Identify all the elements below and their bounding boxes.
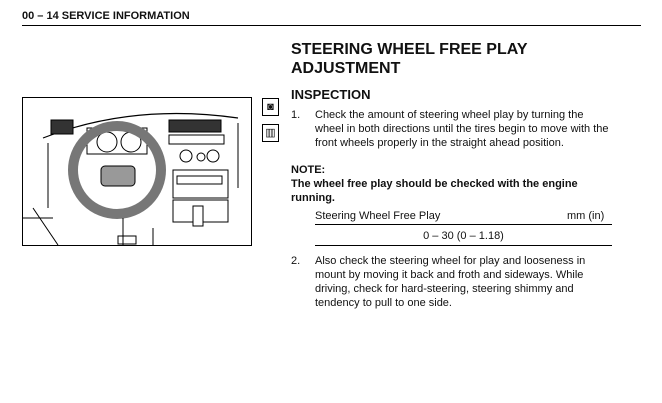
remove-install-icon: ◙ — [262, 98, 279, 116]
note-label: NOTE: — [291, 164, 326, 176]
engine-running-icon: ▥ — [262, 124, 279, 142]
step-text: Also check the steering wheel for play a… — [315, 255, 586, 309]
spec-value: 0 – 30 (0 – 1.18) — [423, 230, 504, 242]
step-number: 1. — [291, 109, 301, 121]
step-text: Check the amount of steering wheel play … — [315, 109, 609, 149]
header-rule — [22, 25, 641, 26]
spec-item: Steering Wheel Free Play — [315, 210, 441, 222]
page-header: 00 – 14 SERVICE INFORMATION — [22, 10, 190, 22]
section-heading: INSPECTION — [291, 87, 371, 102]
table-rule — [315, 224, 612, 225]
step-number: 2. — [291, 255, 301, 267]
note-text: The wheel free play should be checked wi… — [291, 178, 578, 204]
table-rule — [315, 245, 612, 246]
spec-unit: mm (in) — [567, 210, 605, 222]
dashboard-illustration — [22, 97, 252, 246]
title-line-1: STEERING WHEEL FREE PLAY — [291, 41, 528, 58]
title-line-2: ADJUSTMENT — [291, 60, 401, 77]
page-title: STEERING WHEEL FREE PLAY ADJUSTMENT — [291, 40, 631, 78]
